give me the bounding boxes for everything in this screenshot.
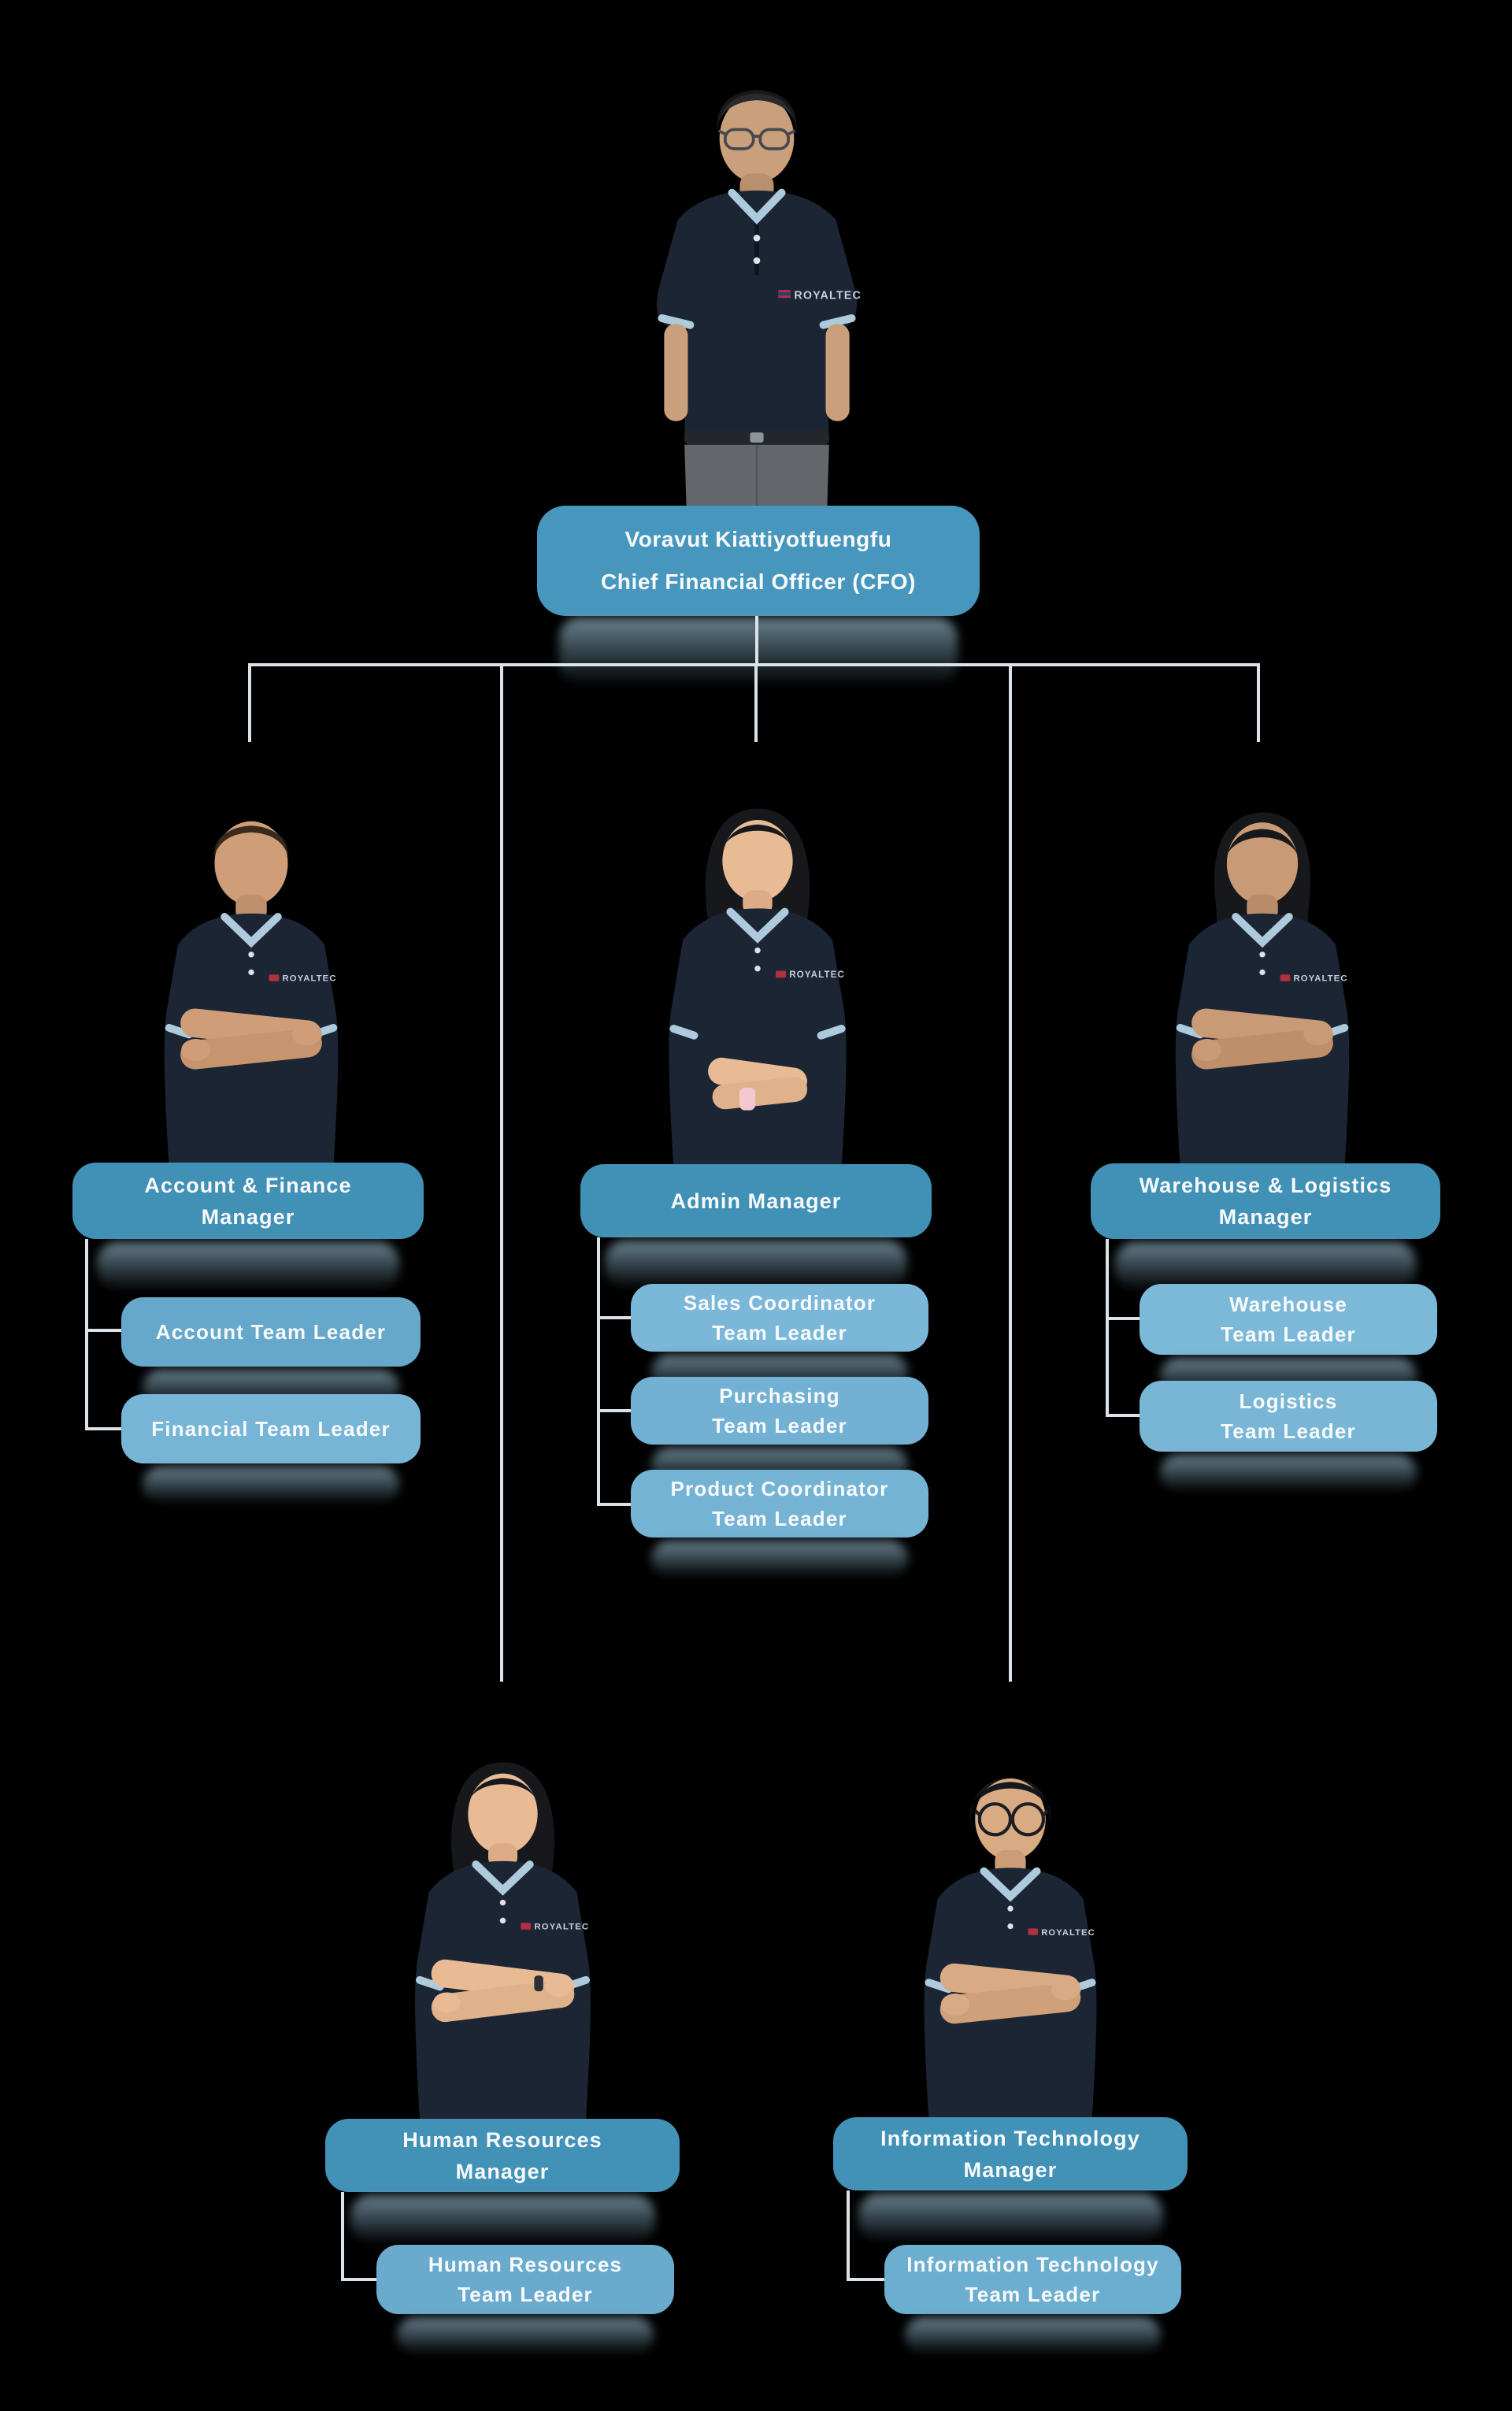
svg-text:ROYALTEC: ROYALTEC (794, 290, 862, 302)
node-label: Logistics (1239, 1389, 1338, 1413)
connector-warehouse-branch-1 (1106, 1317, 1140, 1320)
connector-admin-branch-3 (597, 1503, 631, 1506)
connector-warehouse-vertical (1106, 1239, 1109, 1417)
node-label: Manager (201, 1204, 295, 1229)
node-label: Manager (963, 2157, 1058, 2182)
connector-drop-it-long (1009, 663, 1012, 1682)
node-information-technology-team-leader: Information Technology Team Leader (884, 2245, 1181, 2314)
node-account-team-leader: Account Team Leader (121, 1297, 421, 1367)
node-label: Admin Manager (670, 1189, 842, 1213)
node-label: Team Leader (1221, 1419, 1356, 1443)
connector-it-branch-1 (847, 2278, 884, 2281)
connector-it-vertical (847, 2190, 850, 2281)
node-label: Manager (455, 2159, 550, 2183)
svg-text:ROYALTEC: ROYALTEC (282, 974, 336, 984)
node-label: Account & Finance (144, 1173, 352, 1197)
node-human-resources-manager: Human Resources Manager (325, 2119, 680, 2192)
photo-human-resources-manager: ROYALTEC (391, 1733, 615, 2120)
node-purchasing-team-leader: Purchasing Team Leader (631, 1377, 928, 1445)
svg-text:ROYALTEC: ROYALTEC (1293, 974, 1347, 984)
node-label: Human Resources (402, 2127, 602, 2152)
connector-admin-branch-1 (597, 1316, 631, 1319)
node-label: Information Technology (906, 2253, 1159, 2276)
node-label: Team Leader (712, 1507, 847, 1530)
connector-drop-warehouse (1257, 663, 1260, 742)
connector-cfo-drop (755, 616, 758, 663)
glasses-icon (717, 128, 796, 150)
node-label: Information Technology (880, 2126, 1140, 2150)
connector-admin-vertical (597, 1237, 600, 1506)
connector-admin-branch-2 (597, 1409, 631, 1412)
node-label: Team Leader (458, 2283, 593, 2306)
shirt-logo: ROYALTEC (776, 970, 845, 980)
connector-hr-branch-1 (341, 2278, 376, 2281)
node-label: Financial Team Leader (151, 1417, 391, 1441)
svg-text:ROYALTEC: ROYALTEC (789, 970, 845, 980)
connector-account-branch-1 (85, 1329, 121, 1332)
node-sales-coordinator-team-leader: Sales Coordinator Team Leader (631, 1284, 928, 1352)
connector-drop-admin (754, 663, 758, 742)
node-cfo: Voravut Kiattiyotfuengfu Chief Financial… (537, 506, 980, 616)
node-admin-manager: Admin Manager (580, 1164, 932, 1237)
node-information-technology-manager: Information Technology Manager (833, 2117, 1188, 2190)
svg-text:ROYALTEC: ROYALTEC (534, 1923, 589, 1932)
node-label: Sales Coordinator (683, 1291, 876, 1315)
node-label: Warehouse (1229, 1293, 1347, 1316)
node-label: Team Leader (712, 1321, 847, 1345)
node-label: Product Coordinator (670, 1477, 889, 1500)
connector-hr-vertical (341, 2192, 344, 2281)
cfo-title: Chief Financial Officer (CFO) (600, 569, 917, 594)
node-financial-team-leader: Financial Team Leader (121, 1394, 421, 1463)
node-label: Human Resources (428, 2253, 623, 2276)
cfo-name: Voravut Kiattiyotfuengfu (624, 527, 892, 551)
node-label: Team Leader (965, 2283, 1101, 2306)
node-label: Team Leader (1221, 1322, 1356, 1346)
connector-account-vertical (85, 1239, 88, 1430)
node-warehouse-logistics-manager: Warehouse & Logistics Manager (1091, 1163, 1440, 1239)
connector-warehouse-branch-2 (1106, 1414, 1140, 1417)
shirt-logo: ROYALTEC (269, 974, 336, 984)
connector-drop-account (248, 663, 251, 742)
node-account-finance-manager: Account & Finance Manager (72, 1163, 424, 1239)
photo-cfo: ROYALTEC (627, 52, 887, 518)
node-product-coordinator-team-leader: Product Coordinator Team Leader (631, 1470, 928, 1537)
shirt-logo: ROYALTEC (521, 1923, 589, 1932)
svg-text:ROYALTEC: ROYALTEC (1041, 1928, 1095, 1938)
photo-admin-manager: ROYALTEC (644, 786, 871, 1170)
connector-main-horizontal (248, 663, 1260, 666)
connector-drop-hr-long (500, 663, 503, 1682)
shirt-logo: ROYALTEC (778, 290, 862, 302)
connector-account-branch-2 (85, 1427, 121, 1430)
photo-account-finance-manager: ROYALTEC (140, 781, 362, 1169)
node-logistics-team-leader: Logistics Team Leader (1140, 1381, 1437, 1452)
node-label: Purchasing (719, 1384, 840, 1408)
watch-icon (534, 1975, 543, 1992)
node-label: Account Team Leader (155, 1320, 387, 1344)
node-label: Manager (1218, 1205, 1313, 1229)
photo-information-technology-manager: ROYALTEC (900, 1736, 1121, 2120)
watch-icon (739, 1087, 756, 1111)
shirt-logo: ROYALTEC (1028, 1928, 1095, 1938)
shirt-logo: ROYALTEC (1280, 974, 1347, 984)
photo-warehouse-logistics-manager: ROYALTEC (1151, 781, 1373, 1169)
node-label: Warehouse & Logistics (1139, 1174, 1392, 1197)
node-label: Team Leader (712, 1414, 847, 1437)
node-human-resources-team-leader: Human Resources Team Leader (376, 2245, 674, 2314)
glasses-icon (973, 1802, 1050, 1837)
node-warehouse-team-leader: Warehouse Team Leader (1140, 1284, 1437, 1355)
